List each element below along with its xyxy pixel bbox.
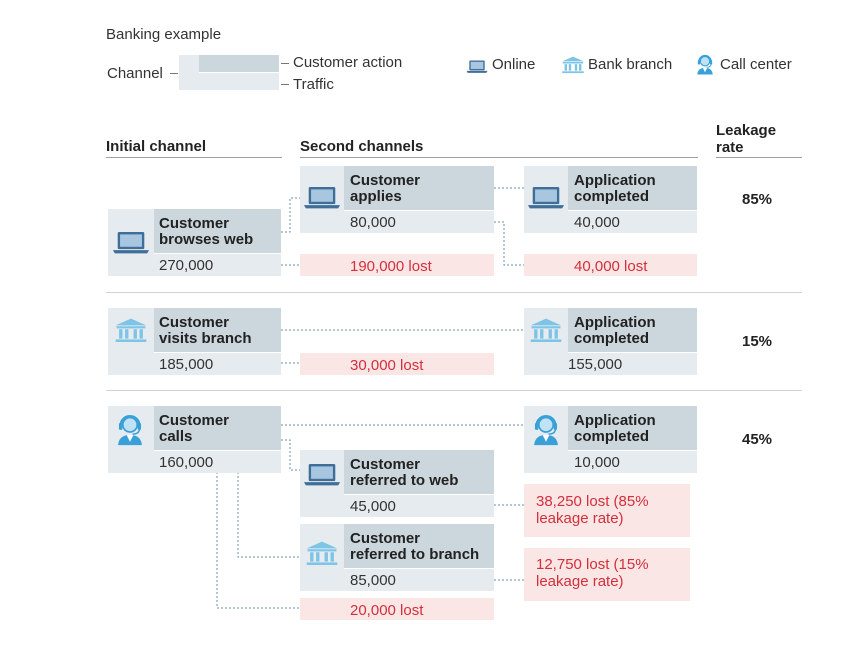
initial-traffic-box [154,254,281,276]
bank-icon [529,317,563,344]
application-completed-box [568,406,697,450]
lost-badge: 190,000 lost [300,254,494,276]
initial-action-label: Customer visits branch [159,314,252,347]
laptop-icon [527,185,565,210]
initial-traffic-value: 270,000 [159,257,214,274]
final-action-label: Application completed [574,412,656,445]
second-action-label: Customer applies [350,172,421,205]
customer-referred-to-branch-box [344,524,494,568]
legend-channel-dash [170,73,178,74]
final-traffic-box [568,211,697,233]
header-initial-channel: Initial channel [106,138,207,155]
legend-action-dash [281,63,289,64]
legend-traffic-dash [281,84,289,85]
initial-traffic-value: 160,000 [159,454,214,471]
customer-visits-branch-box [154,308,281,352]
final-traffic-value: 155,000 [568,356,623,373]
initial-traffic-box [154,451,281,473]
legend-traffic-swatch [199,73,279,90]
customer-applies-box [344,166,494,210]
leakage-rate-value: 85% [742,191,773,208]
initial-action-label: Customer browses web [159,215,254,248]
legend-bank-branch: Bank branch [588,56,673,73]
legend-customer-action: Customer action [293,54,403,71]
header-second-channels: Second channels [300,138,424,155]
lost-badge: 20,000 lost [300,598,494,620]
header-initial-rule [106,157,282,158]
initial-traffic-box [154,353,281,375]
legend-traffic: Traffic [293,76,334,93]
legend-action-swatch [199,55,279,72]
customer-browses-web-box [154,209,281,253]
second-traffic-box [344,211,494,233]
header-leakage-rule [716,157,802,158]
final-traffic-value: 10,000 [574,454,620,471]
legend-online: Online [492,56,536,73]
customer-referred-to-web-box [344,450,494,494]
referred-web-traffic-value: 45,000 [350,498,396,515]
row-separator [106,292,802,293]
application-completed-box [568,308,697,352]
referred-web-label: Customer referred to web [350,456,459,489]
leakage-rate-value: 45% [742,431,773,448]
header-leakage-rate: Leakage rate [716,122,777,156]
bank-icon [305,540,339,567]
lost-badge: 12,750 lost (15% leakage rate) [524,548,690,601]
referred-branch-traffic-box [344,569,494,591]
legend-call-center: Call center [720,56,792,73]
final-traffic-box [568,353,697,375]
initial-traffic-value: 185,000 [159,356,214,373]
final-action-label: Application completed [574,172,656,205]
initial-action-label: Customer calls [159,412,230,445]
referred-branch-label: Customer referred to branch [350,530,480,563]
final-action-label: Application completed [574,314,656,347]
lost-badge: 38,250 lost (85% leakage rate) [524,484,690,537]
final-traffic-box [568,451,697,473]
example-title: Banking example [106,26,222,43]
bank-icon [114,317,148,344]
lost-badge: 30,000 lost [300,353,494,375]
referred-branch-traffic-value: 85,000 [350,572,396,589]
legend-icon-area [179,55,199,90]
second-icon-cell [300,524,344,591]
legend-channel-label: Channel [107,65,163,82]
laptop-icon [303,462,341,487]
headset-icon [113,412,147,446]
second-traffic-value: 80,000 [350,214,396,231]
application-completed-box [568,166,697,210]
header-second-rule [300,157,698,158]
lost-badge: 40,000 lost [524,254,697,276]
laptop-icon [112,230,150,255]
customer-calls-box [154,406,281,450]
referred-web-traffic-box [344,495,494,517]
headset-icon [529,412,563,446]
laptop-icon [303,185,341,210]
row-separator [106,390,802,391]
leakage-rate-value: 15% [742,333,773,350]
final-traffic-value: 40,000 [574,214,620,231]
